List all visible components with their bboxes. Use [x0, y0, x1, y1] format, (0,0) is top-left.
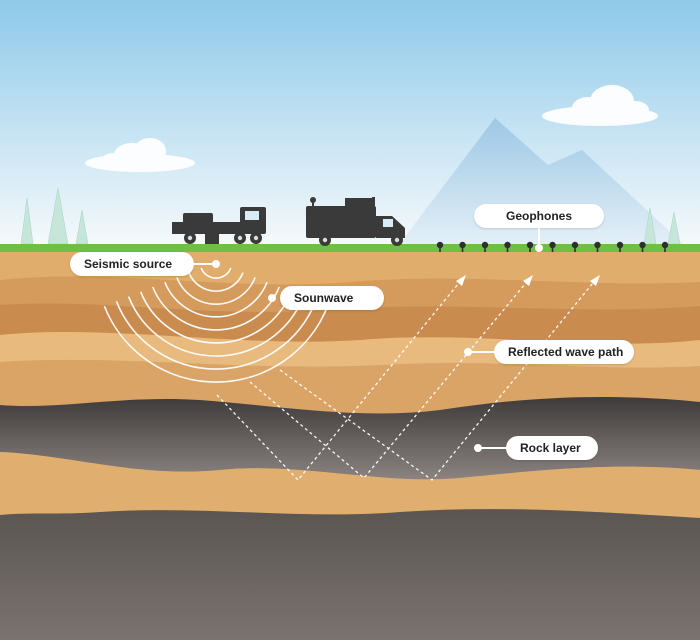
geophones-leader	[538, 228, 540, 248]
arrowhead-1	[456, 275, 466, 286]
mountain-icon	[395, 118, 690, 250]
cloud-icon	[542, 85, 658, 126]
geophone-icon	[639, 241, 646, 252]
seismic-source-leader	[194, 263, 216, 265]
geophone-icon	[436, 241, 444, 252]
bedrock	[0, 509, 700, 640]
soundwave-arc	[188, 272, 244, 292]
seismic-source-dot	[212, 260, 220, 268]
arrowhead-2	[523, 275, 533, 286]
geophone-icon	[661, 241, 669, 252]
soil-layer-6	[0, 452, 700, 518]
soundwave-arc	[176, 277, 256, 305]
callout-reflected-wave-path: Reflected wave path	[494, 340, 634, 364]
callout-seismic-source: Seismic source	[70, 252, 194, 276]
geophone-icon	[481, 241, 489, 252]
soundwave-arcs	[103, 267, 329, 383]
geophone-icon	[526, 241, 534, 252]
rock-layer-leader	[480, 447, 508, 449]
arrowheads	[456, 275, 600, 286]
callout-soundwave: Sounwave	[280, 286, 384, 310]
soundwave-label: Sounwave	[294, 291, 354, 305]
vibroseis-truck-icon	[172, 207, 266, 244]
soundwave-arc	[200, 267, 232, 279]
soundwave-arc	[115, 301, 317, 370]
geophone-icon	[459, 241, 466, 252]
cloud-icon	[85, 138, 195, 172]
callout-geophones: Geophones	[474, 204, 604, 228]
geophone-icon	[594, 241, 601, 252]
geophone-icon	[504, 241, 511, 252]
reflected-path-2	[249, 277, 531, 479]
geophone-icon	[616, 241, 624, 252]
callout-rock-layer: Rock layer	[506, 436, 598, 460]
geophone-icon	[549, 241, 556, 252]
rock-layer-label: Rock layer	[520, 441, 581, 455]
arrowhead-3	[590, 275, 600, 286]
geophones-dot	[535, 244, 543, 252]
soundwave-arc	[103, 305, 329, 383]
soundwave-dot	[268, 294, 276, 302]
soundwave-arc	[152, 286, 280, 331]
soundwave-arc	[127, 296, 305, 357]
geophones-label: Geophones	[505, 209, 572, 223]
geophone-icon	[571, 241, 579, 252]
reflected-wave-path-dot	[464, 348, 472, 356]
rock-layer-dot	[474, 444, 482, 452]
geophone-array	[436, 241, 669, 252]
soundwave-arc	[139, 291, 293, 344]
recording-truck-icon	[306, 197, 405, 246]
soundwave-arc	[164, 281, 268, 318]
seismic-source-label: Seismic source	[84, 257, 173, 271]
reflected-wave-path-label: Reflected wave path	[508, 345, 624, 359]
grass	[0, 244, 700, 252]
reflected-wave-path-leader	[470, 351, 496, 353]
